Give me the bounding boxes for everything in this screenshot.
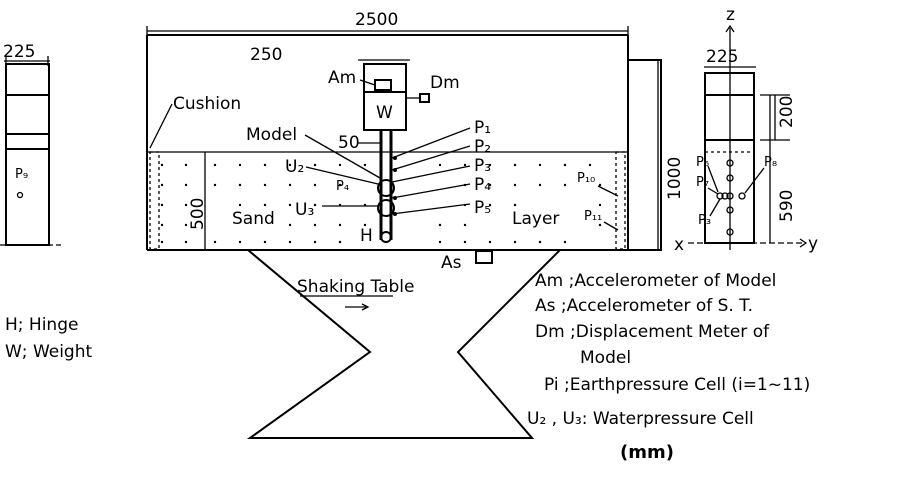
- dim-225-right: 225: [706, 47, 738, 67]
- dim-200: 200: [777, 96, 797, 128]
- label-p3: P₃: [474, 156, 491, 176]
- displacement-meter: [419, 93, 430, 103]
- label-p4: P₄: [474, 175, 491, 195]
- dim-50: 50: [338, 133, 360, 153]
- label-p11: P₁₁: [584, 209, 602, 224]
- label-model: Model: [246, 125, 297, 145]
- label-p2: P₂: [474, 137, 491, 157]
- label-p9-left: P₉: [15, 167, 28, 182]
- label-shaking-table: Shaking Table: [297, 277, 414, 297]
- label-w: W: [376, 103, 393, 123]
- label-as: As: [441, 253, 462, 273]
- legend-dm: Dm ;Displacement Meter of: [535, 322, 770, 342]
- sand-dots: [160, 163, 602, 244]
- label-p6: P₆: [696, 155, 709, 170]
- label-p4-left: P₄: [336, 179, 349, 194]
- legend-hinge: H; Hinge: [5, 315, 78, 335]
- label-p3-right: P₃: [698, 213, 711, 228]
- label-layer: Layer: [512, 209, 559, 229]
- legend-as: As ;Accelerometer of S. T.: [535, 296, 753, 316]
- label-u2: U₂: [285, 157, 304, 177]
- label-u3: U₃: [295, 200, 314, 220]
- dim-250: 250: [250, 45, 282, 65]
- cushion-left: [149, 151, 160, 250]
- right-side-view: z 225 P₆ P₇ P₃ P₈ 200 590: [674, 5, 818, 255]
- legend-u: U₂ , U₃: Waterpressure Cell: [527, 409, 754, 429]
- legend: Am ;Accelerometer of Model As ;Accelerom…: [527, 271, 810, 463]
- pressure-cell-leaders: [391, 127, 471, 216]
- main-tank: 2500 Cushion: [146, 10, 629, 439]
- left-column: [5, 63, 50, 246]
- label-p10: P₁₀: [577, 171, 595, 186]
- weight-box: [363, 91, 407, 131]
- cushion-right: [615, 151, 626, 250]
- legend-am: Am ;Accelerometer of Model: [535, 271, 776, 291]
- label-p5: P₅: [474, 198, 491, 218]
- axis-z: z: [726, 5, 735, 25]
- label-sand: Sand: [232, 209, 275, 229]
- label-h: H: [360, 226, 373, 246]
- shaking-table: [246, 249, 561, 439]
- legend-unit: (mm): [620, 442, 674, 463]
- height-dimension: 1000: [627, 59, 685, 251]
- legend-pi: Pi ;Earthpressure Cell (i=1~11): [544, 375, 810, 395]
- label-dm: Dm: [430, 73, 460, 93]
- legend-weight: W; Weight: [5, 342, 93, 362]
- axis-y: y: [808, 234, 818, 254]
- label-p7: P₇: [696, 175, 709, 190]
- dim-1000: 1000: [665, 157, 685, 200]
- axis-x: x: [674, 235, 684, 255]
- label-cushion: Cushion: [173, 94, 241, 114]
- shaking-table-accelerometer: [475, 250, 493, 264]
- dim-2500: 2500: [355, 10, 398, 30]
- label-p1: P₁: [474, 118, 491, 138]
- dim-500: 500: [188, 198, 208, 230]
- dim-225-left: 225: [3, 42, 35, 62]
- label-am: Am: [328, 68, 356, 88]
- accelerometer-box: [363, 63, 407, 93]
- left-side-view: 225 P₉: [0, 42, 62, 246]
- dim-590: 590: [777, 190, 797, 222]
- legend-dm-model: Model: [580, 348, 631, 368]
